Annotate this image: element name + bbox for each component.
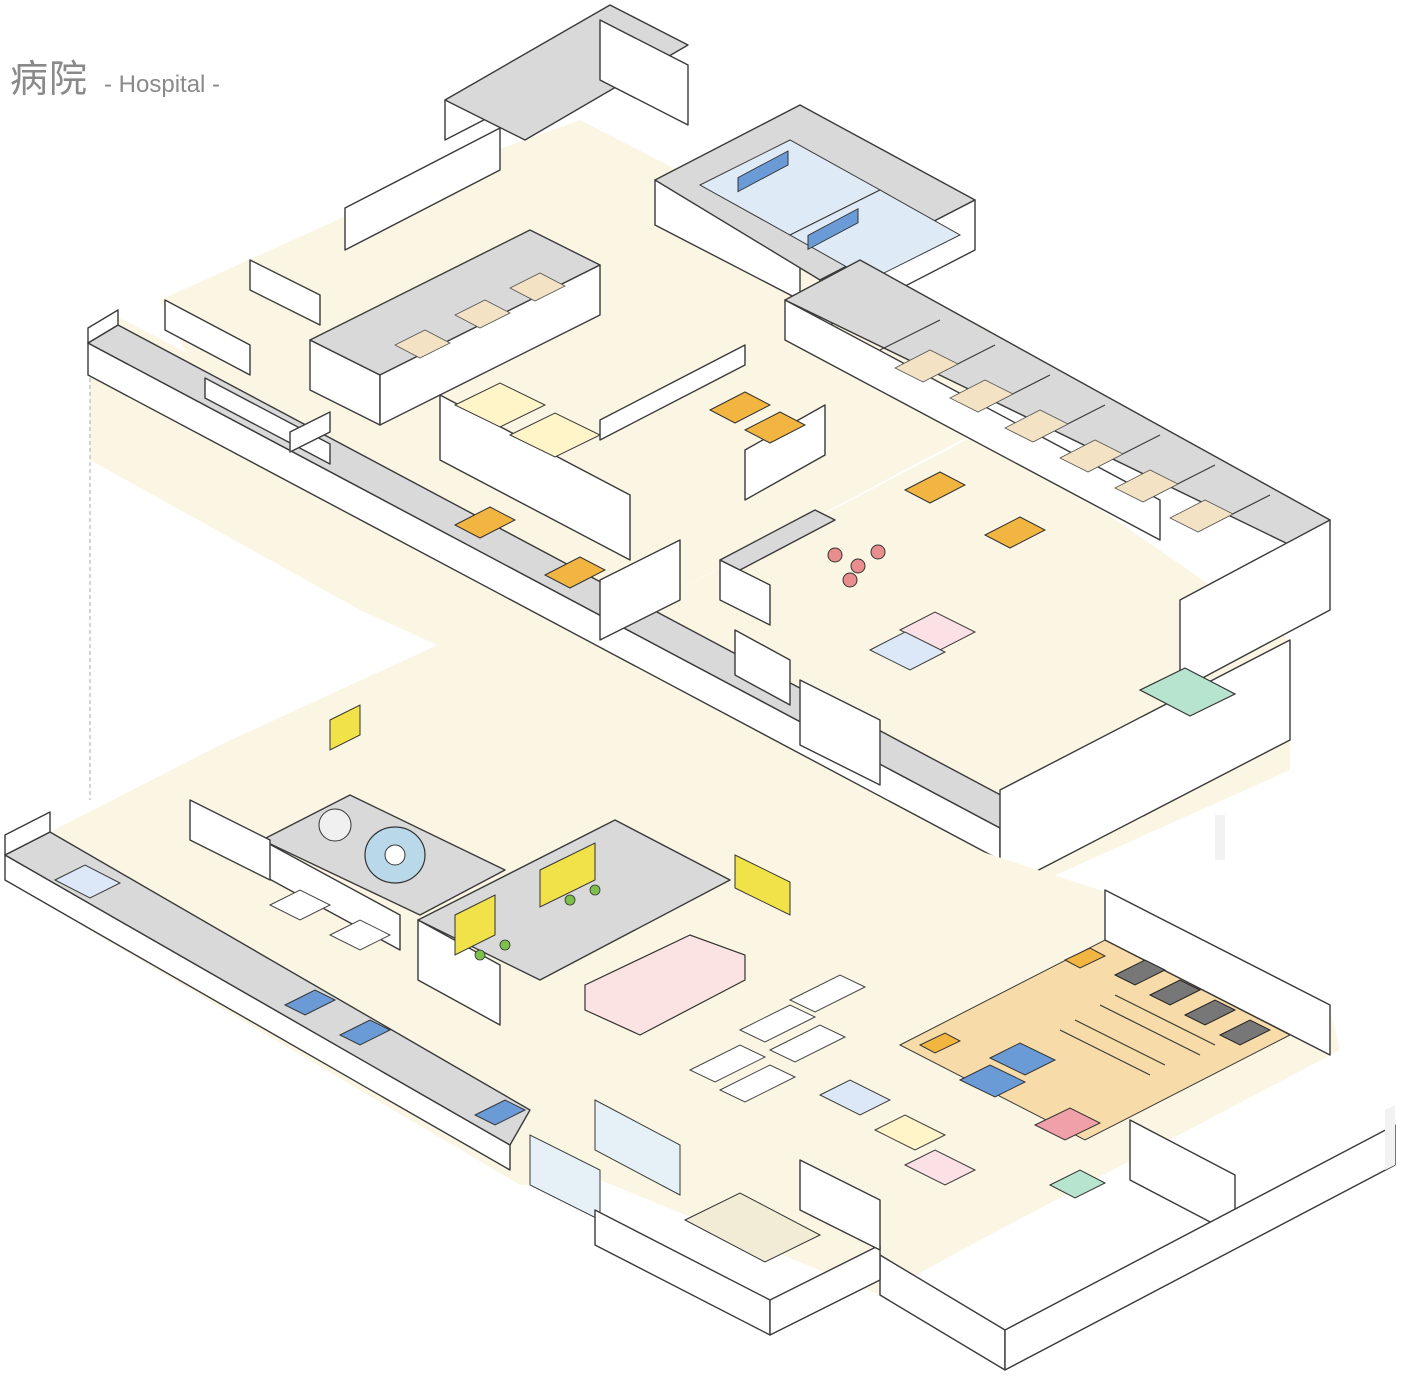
back-wing-wall-a [344, 127, 501, 251]
central-ward-front [379, 264, 601, 426]
stool [842, 572, 858, 588]
treatment-room-yellow-1 [453, 382, 547, 428]
shop-side-wall [769, 1244, 881, 1336]
title-kanji: 病院 [10, 57, 89, 101]
treadmills [1113, 959, 1272, 1046]
orange-bed [743, 411, 807, 444]
xray-room-floor [53, 864, 122, 899]
nurse-station-stools [827, 544, 886, 588]
lower-right-front-wall [879, 1254, 1006, 1371]
training-stairs [918, 1032, 962, 1054]
nurse-station-counter-top [719, 509, 836, 571]
rehab-gym-back-wall [1104, 889, 1331, 1056]
office-left-wall [417, 919, 501, 1026]
bed [454, 299, 511, 329]
elevator-block-upper [799, 679, 881, 786]
bookshelf [329, 704, 361, 751]
treadmill [1218, 1019, 1272, 1046]
hydrotherapy-pool [1138, 667, 1237, 717]
upper-left-wall-cap [87, 309, 119, 344]
bookshelf [734, 854, 791, 916]
mri-bore [384, 844, 406, 866]
waiting-benches-left [268, 889, 392, 951]
bookshelf [454, 894, 496, 956]
pharmacy-table [1048, 1169, 1107, 1199]
shop-shelves [683, 1192, 822, 1263]
upper-left-stub [289, 411, 331, 453]
upper-floor [87, 4, 1331, 900]
bed [1059, 439, 1124, 473]
back-wing-side [599, 19, 689, 126]
blue-exam-bed [338, 1019, 392, 1046]
stair-block-upper-left [734, 629, 791, 706]
treadmill [1148, 979, 1202, 1006]
orange-bed [903, 471, 967, 504]
restroom-pink-lower [903, 1149, 977, 1186]
treadmill [1183, 999, 1237, 1026]
orange-bed [983, 516, 1047, 549]
central-ward-beds [394, 272, 566, 359]
treadmill [1113, 959, 1167, 986]
operating-table-1 [737, 150, 789, 193]
stool [850, 558, 866, 574]
bed [394, 329, 451, 359]
orange-beds [453, 391, 1047, 589]
bed [509, 272, 566, 302]
title-english: - Hospital - [104, 71, 221, 98]
blue-exam-bed [283, 989, 337, 1016]
stool [827, 547, 843, 563]
restroom-yellow-lower [873, 1114, 947, 1151]
lobby-waiting-chairs [688, 974, 867, 1103]
blue-therapy-bed [958, 1064, 1027, 1098]
entrance-glass-doors [594, 1099, 681, 1196]
orange-bed [453, 506, 517, 539]
restroom-blue-lower [818, 1079, 892, 1116]
lower-floor [4, 630, 1396, 1371]
stair-wall-upper [249, 259, 321, 326]
yellow-bookshelves [329, 704, 791, 956]
stool [870, 544, 886, 560]
ward-beds-right [894, 349, 1234, 533]
orange-bed [708, 391, 772, 424]
orange-ward-back [439, 394, 631, 561]
operating-table-2 [807, 208, 859, 251]
orange-ward-front [599, 539, 681, 641]
bookshelf [539, 842, 596, 908]
cut-edge-upper [1215, 815, 1225, 860]
or-room-2-floor [788, 189, 962, 281]
ct-scanner [318, 808, 352, 842]
elevator-bank-lower [799, 1159, 881, 1251]
bed [1004, 409, 1069, 443]
bed [894, 349, 959, 383]
nurse-station-counter-left [719, 559, 771, 626]
therapy-beds [918, 947, 1107, 1141]
page-title: 病院 - Hospital - [10, 48, 220, 103]
blue-exam-bed [473, 1099, 527, 1126]
elevator-bank-upper [164, 299, 251, 376]
orange-ward-right [744, 404, 826, 501]
orange-bed [543, 556, 607, 589]
reception-counter [584, 934, 746, 1036]
elevator-bank-lower-left [189, 799, 271, 881]
blue-therapy-bed [988, 1042, 1057, 1076]
pink-therapy-bed [1033, 1107, 1102, 1141]
radiology-beds [283, 989, 527, 1126]
treatment-room-yellow-2 [508, 412, 602, 458]
lower-left-cap [4, 811, 51, 856]
bed [1169, 499, 1234, 533]
bed [1114, 469, 1179, 503]
bed [949, 379, 1014, 413]
orange-ward-divider [599, 344, 746, 441]
restroom-blue-upper [868, 631, 947, 671]
training-stairs [1063, 947, 1107, 969]
cut-edge-lower [1385, 1105, 1395, 1170]
parallel-bars [1059, 994, 1216, 1076]
